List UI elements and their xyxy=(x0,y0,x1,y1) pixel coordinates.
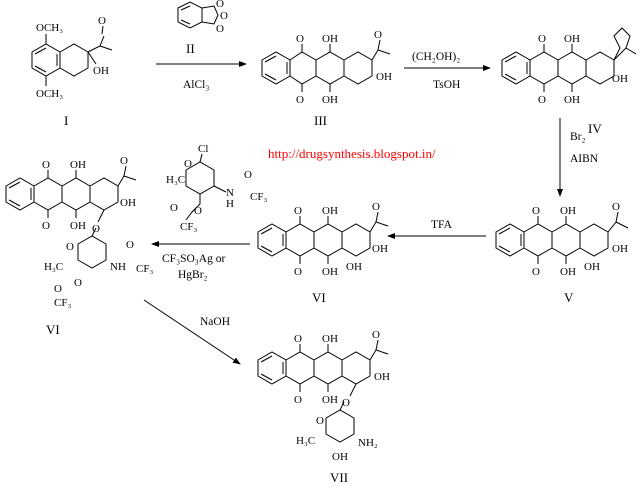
compound-IV: O O OH OH OH IV xyxy=(501,27,637,136)
vi-o-top: O xyxy=(294,205,302,217)
vii-oh-sugar: OH xyxy=(332,451,348,463)
vii-o-bottom: O xyxy=(294,394,302,406)
vig-cf3: CF₃ xyxy=(136,263,153,275)
iv-oh-bottom: OH xyxy=(564,94,580,106)
source-url: http://drugsynthesis.blogspot.in/ xyxy=(268,146,436,161)
compound-I: OCH₃ OCH₃ O OH I xyxy=(31,15,113,128)
iii-oh: OH xyxy=(376,71,392,83)
vig-oh-bottom: OH xyxy=(70,220,86,232)
vii-nh2: NH₂ xyxy=(358,437,378,449)
vig-o-top: O xyxy=(42,159,50,171)
iv-oh: OH xyxy=(612,73,628,85)
label-IV: IV xyxy=(588,121,602,136)
vig-ester-co: O xyxy=(54,283,62,295)
anhydride-o3: O xyxy=(216,23,224,35)
vii-carbonyl-o: O xyxy=(372,329,380,341)
vi-carbonyl-o: O xyxy=(372,201,380,213)
label-VI-aglycone: VI xyxy=(312,290,326,305)
sugar-cl: Cl xyxy=(198,143,208,155)
v-o-top: O xyxy=(532,205,540,217)
reagent-br2: Br₂ xyxy=(570,131,586,143)
vig-h3c: H₃C xyxy=(44,261,63,273)
v-oh: OH xyxy=(612,243,628,255)
label-V: V xyxy=(564,290,574,305)
v-o-bottom: O xyxy=(532,266,540,278)
vii-o-top: O xyxy=(294,333,302,345)
compound-III: O O OH OH O OH III xyxy=(261,29,392,128)
vii-oh-top: OH xyxy=(322,333,338,345)
v-oh-top: OH xyxy=(560,205,576,217)
sugar-ester-o: O xyxy=(194,205,202,217)
vig-ring-o: O xyxy=(66,241,74,253)
sugar-n: N xyxy=(226,187,234,199)
vii-h3c: H₃C xyxy=(296,435,315,447)
compound-VII: O O OH OH O OH O O H₃C NH₂ OH VII xyxy=(257,329,390,485)
sugar-ester-co: O xyxy=(170,202,178,214)
och3-bottom: OCH₃ xyxy=(36,88,63,100)
reagent-tsoh: TsOH xyxy=(433,79,460,91)
vig-amide-o: O xyxy=(126,239,134,251)
vi-o-bottom: O xyxy=(294,266,302,278)
sugar-h3c: H₃C xyxy=(166,174,185,186)
anhydride-o2: O xyxy=(220,10,228,22)
oh: OH xyxy=(93,65,109,77)
reagent-II: O O O II xyxy=(177,0,228,56)
vi-oh-ringA: OH xyxy=(346,261,362,273)
reagent-aibn: AIBN xyxy=(570,153,599,165)
v-carbonyl-o: O xyxy=(612,201,620,213)
vig-oh-top: OH xyxy=(70,159,86,171)
reagent-hgbr2: HgBr₂ xyxy=(178,269,208,281)
vig-h: H xyxy=(118,261,126,273)
compound-VI-aglycone: O O OH OH O OH OH VI xyxy=(257,201,389,305)
vii-oh: OH xyxy=(374,371,390,383)
reagent-alcl3: AlCl₃ xyxy=(183,79,209,91)
vig-nh: N xyxy=(110,261,118,273)
reagent-tfa: TFA xyxy=(431,219,453,231)
iv-o-top: O xyxy=(538,33,546,45)
iii-o-top: O xyxy=(296,33,304,45)
carbonyl-o: O xyxy=(98,15,106,27)
reagent-naoh: NaOH xyxy=(200,316,230,328)
v-oh-bottom: OH xyxy=(560,266,576,278)
vii-ring-o: O xyxy=(316,415,324,427)
anhydride-o1: O xyxy=(216,0,224,10)
sugar-amide-o: O xyxy=(244,169,252,181)
arrow-step6 xyxy=(143,299,241,365)
vig-ester-o: O xyxy=(74,277,82,289)
label-II: II xyxy=(186,41,195,56)
vii-oh-bottom: OH xyxy=(322,394,338,406)
iii-o-bottom: O xyxy=(296,94,304,106)
label-I: I xyxy=(64,113,68,128)
vig-oh: OH xyxy=(120,197,136,209)
label-VII: VII xyxy=(330,470,348,485)
vi-oh-top: OH xyxy=(322,205,338,217)
vi-oh-bottom: OH xyxy=(322,266,338,278)
reagent-glycol: (CH₂OH)₂ xyxy=(412,51,460,63)
iv-o-bottom: O xyxy=(538,94,546,106)
vii-glyco-o: O xyxy=(342,397,350,409)
label-VI-glycoside: VI xyxy=(46,322,60,337)
reagent-silver: CF₃SO₃Ag or xyxy=(162,253,225,265)
iii-oh-top: OH xyxy=(322,33,338,45)
sugar-h: H xyxy=(226,198,234,210)
compound-VI-glycoside: O O OH OH O OH O O H₃C N H O CF₃ O O CF₃… xyxy=(5,155,153,337)
iii-carbonyl-o: O xyxy=(374,29,382,41)
vig-cf3-ester: CF₃ xyxy=(54,297,71,309)
vig-glyco-o: O xyxy=(92,223,100,235)
compound-V: O O OH OH O OH OH V xyxy=(495,201,629,305)
och3-top: OCH₃ xyxy=(36,22,63,34)
iv-oh-top: OH xyxy=(564,33,580,45)
vi-oh: OH xyxy=(372,243,388,255)
glycosyl-chloride: Cl O H₃C N H O CF₃ O O CF₃ xyxy=(166,143,267,233)
vig-o-bottom: O xyxy=(42,220,50,232)
sugar-cf3-ester: CF₃ xyxy=(180,221,197,233)
label-III: III xyxy=(314,113,327,128)
vig-carbonyl-o: O xyxy=(120,155,128,167)
iii-oh-bottom: OH xyxy=(322,94,338,106)
v-oh-ringA: OH xyxy=(584,261,600,273)
sugar-cf3: CF₃ xyxy=(250,191,267,203)
sugar-ring-o: O xyxy=(184,158,192,170)
